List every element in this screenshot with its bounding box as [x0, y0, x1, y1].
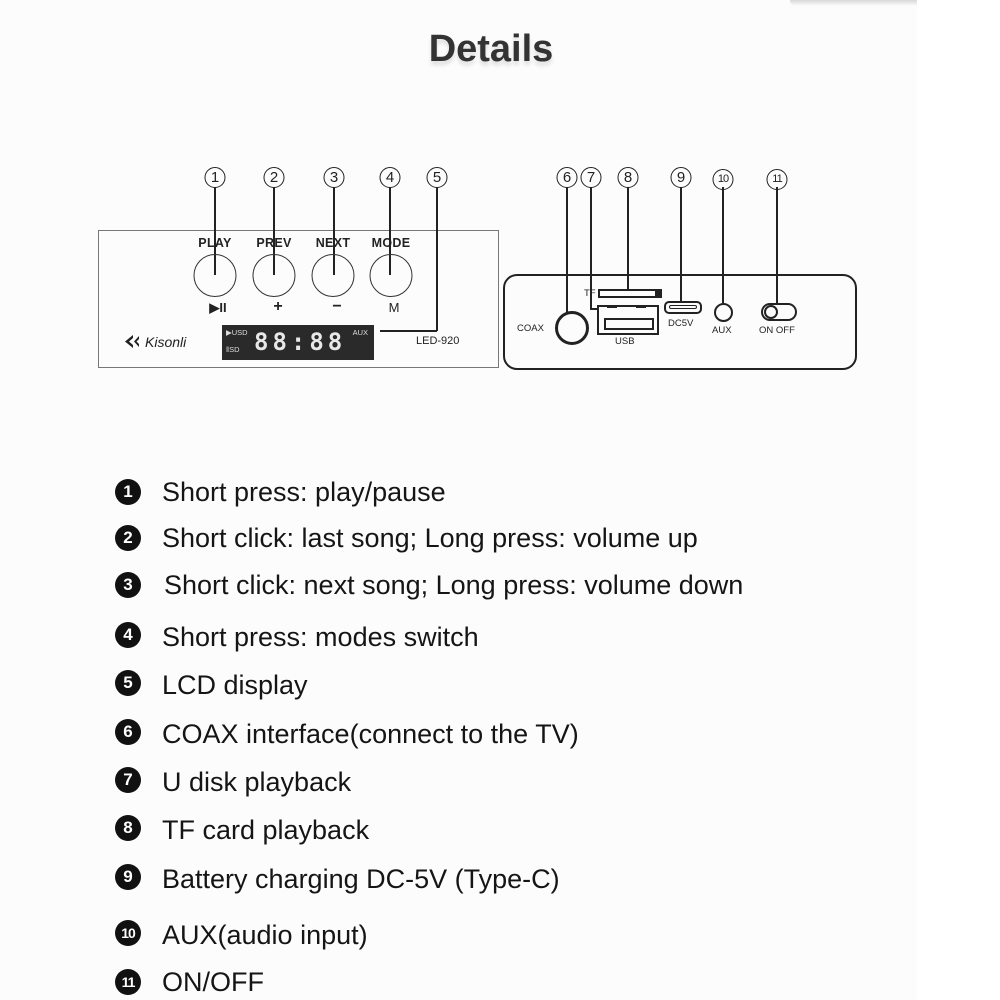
list-item-text: Short click: last song; Long press: volu…: [162, 523, 698, 553]
leader-line-4: [389, 187, 391, 275]
bullet-number: 6: [115, 719, 141, 745]
leader-line-11: [776, 187, 778, 303]
bullet-number: 4: [115, 622, 141, 648]
leader-line-7: [590, 187, 592, 309]
leader-line-10: [722, 187, 724, 303]
top-shadow: [790, 0, 917, 6]
callout-4: 4: [379, 165, 401, 188]
list-item-text: Short click: next song; Long press: volu…: [164, 570, 744, 600]
usb-port[interactable]: [597, 305, 659, 335]
bullet-number: 8: [115, 815, 141, 841]
aux-label: AUX: [712, 325, 732, 336]
bullet-number: 3: [115, 572, 141, 598]
next-button[interactable]: [311, 254, 355, 297]
callout-2: 2: [263, 165, 285, 188]
plus-icon: +: [273, 298, 283, 315]
play-pause-icon: ▶II: [209, 300, 227, 315]
list-item-text: COAX interface(connect to the TV): [162, 719, 579, 749]
tf-card-slot[interactable]: [598, 289, 662, 298]
play-label: PLAY: [198, 236, 232, 250]
bullet-number: 2: [115, 525, 141, 551]
prev-label: PREV: [256, 236, 292, 250]
bullet-number: 7: [115, 767, 141, 793]
leader-line-6: [566, 187, 568, 312]
lcd-aux-indicator: AUX: [352, 328, 368, 337]
page-title: Details: [428, 28, 554, 70]
leader-line-3: [333, 187, 335, 275]
list-item-text: U disk playback: [162, 767, 352, 797]
background-strip: [917, 0, 1000, 1000]
leader-line-8: [627, 187, 629, 290]
callout-8: 8: [617, 165, 639, 188]
usb-port-inner: [604, 318, 654, 330]
power-switch[interactable]: [761, 303, 797, 321]
bullet-number: 10: [115, 920, 141, 946]
usb-tab-left: [607, 305, 617, 308]
leader-line-1: [214, 187, 216, 275]
callout-1: 1: [204, 165, 226, 188]
lcd-usd-indicator: ▶USD: [226, 328, 248, 337]
next-label: NEXT: [315, 236, 351, 250]
lcd-display: ▶USD ‖SD 88:88 AUX: [222, 325, 374, 360]
leader-line-2: [273, 187, 275, 275]
list-item-text: ON/OFF: [162, 967, 264, 997]
list-item-text: AUX(audio input): [162, 920, 368, 950]
dc5v-label: DC5V: [668, 318, 694, 329]
callout-9: 9: [670, 165, 692, 188]
tf-label: TF: [584, 288, 596, 299]
bullet-number: 1: [115, 479, 141, 505]
lcd-digits: 88:88: [254, 328, 347, 356]
on-off-label: ON OFF: [759, 325, 795, 336]
coax-port[interactable]: [555, 311, 589, 345]
type-c-port[interactable]: [664, 301, 702, 314]
lcd-sd-indicator: ‖SD: [226, 345, 240, 354]
mode-button[interactable]: [369, 254, 413, 297]
play-button[interactable]: [193, 254, 237, 297]
bullet-number: 5: [115, 670, 141, 696]
aux-jack[interactable]: [714, 303, 733, 322]
mode-m-icon: M: [388, 300, 400, 315]
leader-line-5: [436, 187, 438, 331]
power-switch-knob[interactable]: [764, 305, 778, 319]
model-number: LED-920: [416, 335, 460, 347]
coax-label: COAX: [517, 323, 544, 334]
leader-line-9: [680, 187, 682, 301]
usb-tab-right: [636, 305, 646, 308]
list-item-text: Short press: modes switch: [162, 622, 479, 652]
callout-7: 7: [580, 165, 602, 188]
callout-3: 3: [323, 165, 345, 188]
bullet-number: 11: [115, 969, 141, 995]
list-item-text: TF card playback: [162, 815, 370, 845]
leader-line-7-horizontal: [590, 308, 598, 310]
prev-button[interactable]: [252, 254, 296, 297]
kisonli-logo-icon: [125, 335, 139, 348]
list-item-text: Battery charging DC-5V (Type-C): [162, 864, 560, 894]
list-item-text: Short press: play/pause: [162, 477, 446, 507]
callout-5: 5: [426, 165, 448, 188]
usb-label: USB: [615, 336, 635, 347]
brand-name: Kisonli: [145, 334, 187, 350]
leader-line-5-horizontal: [380, 330, 437, 332]
minus-icon: −: [332, 298, 342, 315]
mode-label: MODE: [371, 236, 411, 250]
bullet-number: 9: [115, 864, 141, 890]
callout-6: 6: [556, 165, 578, 188]
list-item-text: LCD display: [162, 670, 308, 700]
